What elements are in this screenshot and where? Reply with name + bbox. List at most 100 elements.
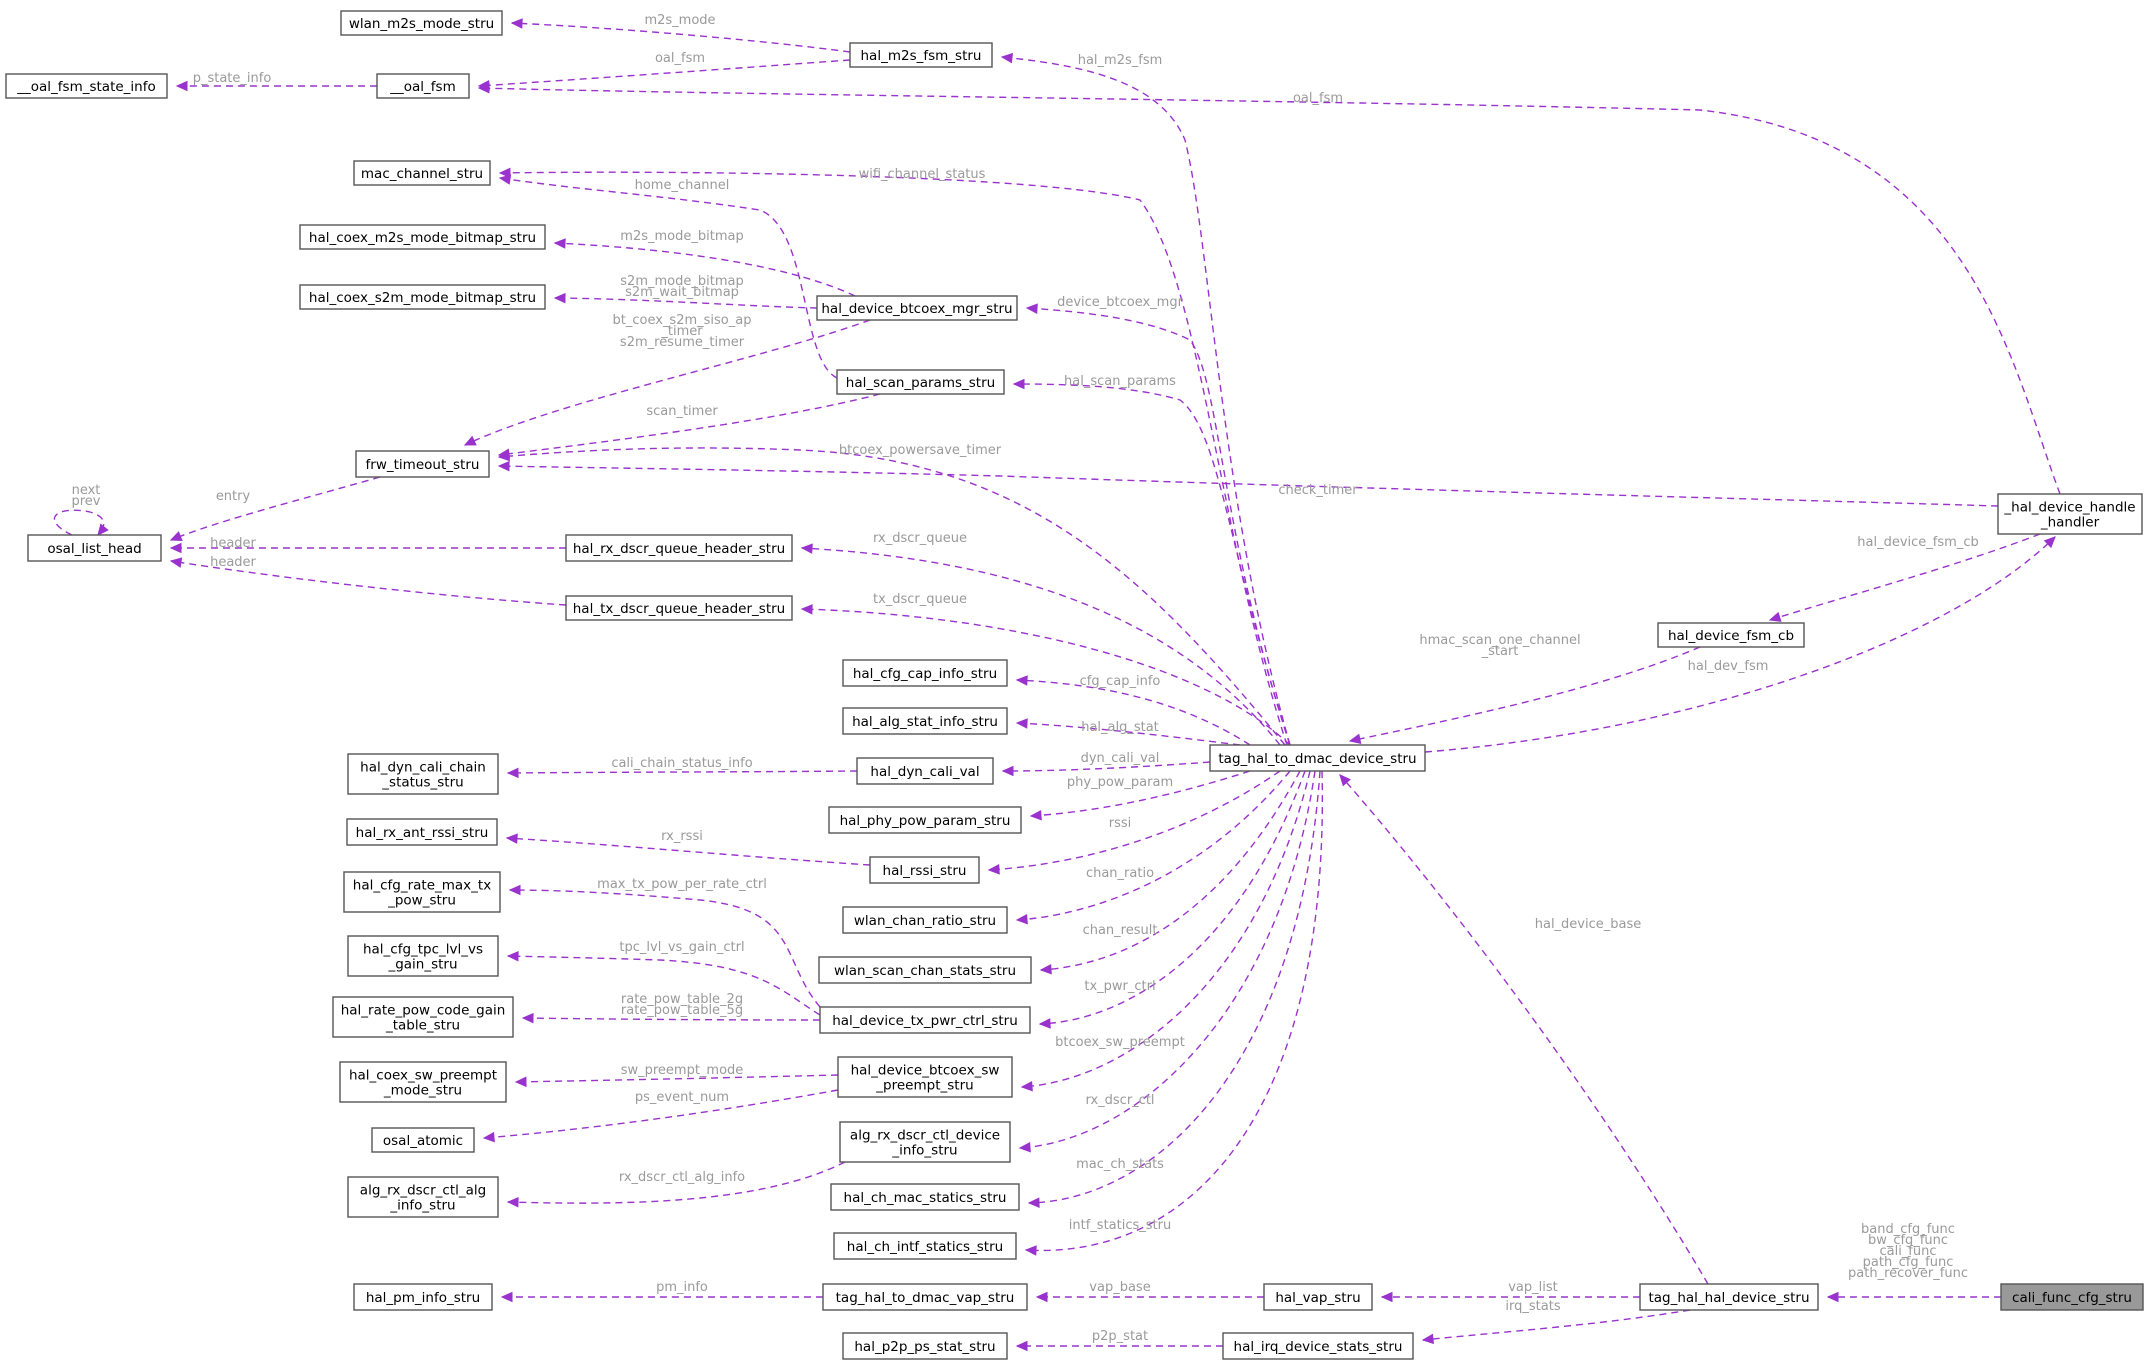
node-alg_rx_dscr_ctl_alg_info_stru[interactable]: alg_rx_dscr_ctl_alg_info_stru <box>347 1176 499 1218</box>
node-tag_hal_to_dmac_device_stru[interactable]: tag_hal_to_dmac_device_stru <box>1209 744 1426 772</box>
node-box[interactable] <box>376 73 470 99</box>
node-hal_rx_dscr_queue_header_stru[interactable]: hal_rx_dscr_queue_header_stru <box>565 534 793 562</box>
node-box[interactable] <box>828 806 1022 834</box>
node-hal_ch_intf_statics_stru[interactable]: hal_ch_intf_statics_stru <box>833 1232 1017 1260</box>
node-hal_scan_params_stru[interactable]: hal_scan_params_stru <box>836 369 1005 395</box>
node-label: __oal_fsm <box>389 79 455 95</box>
node-hal_coex_s2m_mode_bitmap_stru[interactable]: hal_coex_s2m_mode_bitmap_stru <box>299 284 546 310</box>
node-hal_p2p_ps_stat_stru[interactable]: hal_p2p_ps_stat_stru <box>842 1332 1008 1360</box>
node-hal_ch_mac_statics_stru[interactable]: hal_ch_mac_statics_stru <box>830 1183 1020 1211</box>
node-tag_hal_to_dmac_vap_stru[interactable]: tag_hal_to_dmac_vap_stru <box>822 1283 1028 1311</box>
node-box[interactable] <box>299 284 546 310</box>
node-box[interactable] <box>27 534 162 562</box>
node-hal_cfg_rate_max_tx_pow_stru[interactable]: hal_cfg_rate_max_tx_pow_stru <box>343 871 501 913</box>
node-hal_rate_pow_code_gain_table_stru[interactable]: hal_rate_pow_code_gain_table_stru <box>332 996 514 1038</box>
node-box[interactable] <box>842 707 1008 735</box>
edge-line <box>499 171 1288 746</box>
node-box[interactable] <box>849 42 993 68</box>
edge-line <box>1339 774 1709 1285</box>
node-tag_hal_hal_device_stru[interactable]: tag_hal_hal_device_stru <box>1639 1283 1819 1311</box>
node-hal_cfg_tpc_lvl_vs_gain_stru[interactable]: hal_cfg_tpc_lvl_vs_gain_stru <box>347 935 499 977</box>
node-hal_dyn_cali_chain_status_stru[interactable]: hal_dyn_cali_chain_status_stru <box>347 753 499 795</box>
node-cali_func_cfg_stru[interactable]: cali_func_cfg_stru <box>2000 1283 2144 1311</box>
node-box[interactable] <box>340 10 503 36</box>
node-alg_rx_dscr_ctl_device_info_stru[interactable]: alg_rx_dscr_ctl_device_info_stru <box>839 1121 1011 1163</box>
node-box[interactable] <box>1209 744 1426 772</box>
node-hal_device_tx_pwr_ctrl_stru[interactable]: hal_device_tx_pwr_ctrl_stru <box>819 1006 1031 1034</box>
edge-line <box>988 770 1281 871</box>
node-box[interactable] <box>1639 1283 1819 1311</box>
node-box[interactable] <box>2000 1283 2144 1311</box>
node-hal_irq_device_stats_stru[interactable]: hal_irq_device_stats_stru <box>1222 1332 1414 1360</box>
node-box[interactable] <box>565 534 793 562</box>
node-hal_device_btcoex_sw_preempt_stru[interactable]: hal_device_btcoex_sw_preempt_stru <box>837 1056 1013 1098</box>
node-box[interactable] <box>355 450 490 478</box>
edge-label: sw_preempt_mode <box>621 1063 744 1078</box>
node-box[interactable] <box>822 1283 1028 1311</box>
node-label: cali_func_cfg_stru <box>2012 1290 2132 1306</box>
node-box[interactable] <box>842 659 1008 687</box>
node-hal_rx_ant_rssi_stru[interactable]: hal_rx_ant_rssi_stru <box>346 818 498 846</box>
node-hal_m2s_fsm_stru[interactable]: hal_m2s_fsm_stru <box>849 42 993 68</box>
node-hal_device_handle_handler[interactable]: _hal_device_handle_handler <box>1997 493 2143 535</box>
node-hal_pm_info_stru[interactable]: hal_pm_info_stru <box>353 1283 493 1311</box>
node-hal_tx_dscr_queue_header_stru[interactable]: hal_tx_dscr_queue_header_stru <box>565 595 793 621</box>
node-hal_coex_sw_preempt_mode_stru[interactable]: hal_coex_sw_preempt_mode_stru <box>339 1061 507 1103</box>
arrowhead-icon <box>1380 1291 1393 1303</box>
node-box[interactable] <box>353 1283 493 1311</box>
node-box[interactable] <box>837 1056 1013 1098</box>
node-hal_device_fsm_cb[interactable]: hal_device_fsm_cb <box>1657 622 1805 648</box>
node-box[interactable] <box>819 1006 1031 1034</box>
node-box[interactable] <box>565 595 793 621</box>
node-box[interactable] <box>869 856 980 884</box>
node-box[interactable] <box>332 996 514 1038</box>
node-hal_device_btcoex_mgr_stru[interactable]: hal_device_btcoex_mgr_stru <box>816 295 1018 321</box>
node-box[interactable] <box>371 1127 475 1153</box>
node-box[interactable] <box>339 1061 507 1103</box>
node-box[interactable] <box>839 1121 1011 1163</box>
node-box[interactable] <box>830 1183 1020 1211</box>
node-box[interactable] <box>346 818 498 846</box>
node-box[interactable] <box>347 935 499 977</box>
node-box[interactable] <box>842 906 1008 934</box>
node-box[interactable] <box>1263 1283 1373 1311</box>
node-hal_dyn_cali_val[interactable]: hal_dyn_cali_val <box>856 757 994 785</box>
node-oal_fsm_state_info[interactable]: __oal_fsm_state_info <box>5 73 168 99</box>
node-box[interactable] <box>836 369 1005 395</box>
edge-label: bt_coex_s2m_siso_ap <box>613 313 752 328</box>
edge-label: vap_list <box>1508 1280 1558 1295</box>
node-hal_phy_pow_param_stru[interactable]: hal_phy_pow_param_stru <box>828 806 1022 834</box>
edge-label: vap_base <box>1089 1280 1150 1295</box>
node-box[interactable] <box>353 160 491 186</box>
node-box[interactable] <box>842 1332 1008 1360</box>
node-wlan_chan_ratio_stru[interactable]: wlan_chan_ratio_stru <box>842 906 1008 934</box>
node-box[interactable] <box>347 1176 499 1218</box>
node-box[interactable] <box>347 753 499 795</box>
node-frw_timeout_stru[interactable]: frw_timeout_stru <box>355 450 490 478</box>
node-hal_vap_stru[interactable]: hal_vap_stru <box>1263 1283 1373 1311</box>
node-osal_atomic[interactable]: osal_atomic <box>371 1127 475 1153</box>
node-box[interactable] <box>5 73 168 99</box>
node-box[interactable] <box>818 956 1032 984</box>
node-wlan_m2s_mode_stru[interactable]: wlan_m2s_mode_stru <box>340 10 503 36</box>
node-box[interactable] <box>1997 493 2143 535</box>
node-wlan_scan_chan_stats_stru[interactable]: wlan_scan_chan_stats_stru <box>818 956 1032 984</box>
node-box[interactable] <box>299 224 546 250</box>
node-hal_rssi_stru[interactable]: hal_rssi_stru <box>869 856 980 884</box>
node-hal_alg_stat_info_stru[interactable]: hal_alg_stat_info_stru <box>842 707 1008 735</box>
node-label: hal_alg_stat_info_stru <box>852 714 998 730</box>
node-hal_coex_m2s_mode_bitmap_stru[interactable]: hal_coex_m2s_mode_bitmap_stru <box>299 224 546 250</box>
edge-label: home_channel <box>635 178 730 193</box>
node-box[interactable] <box>343 871 501 913</box>
node-box[interactable] <box>833 1232 1017 1260</box>
node-box[interactable] <box>1657 622 1805 648</box>
node-hal_cfg_cap_info_stru[interactable]: hal_cfg_cap_info_stru <box>842 659 1008 687</box>
node-mac_channel_stru[interactable]: mac_channel_stru <box>353 160 491 186</box>
node-box[interactable] <box>816 295 1018 321</box>
node-osal_list_head[interactable]: osal_list_head <box>27 534 162 562</box>
node-box[interactable] <box>856 757 994 785</box>
edge-label: device_btcoex_mgr <box>1057 295 1184 310</box>
node-oal_fsm[interactable]: __oal_fsm <box>376 73 470 99</box>
node-box[interactable] <box>1222 1332 1414 1360</box>
edge-line <box>170 560 567 606</box>
